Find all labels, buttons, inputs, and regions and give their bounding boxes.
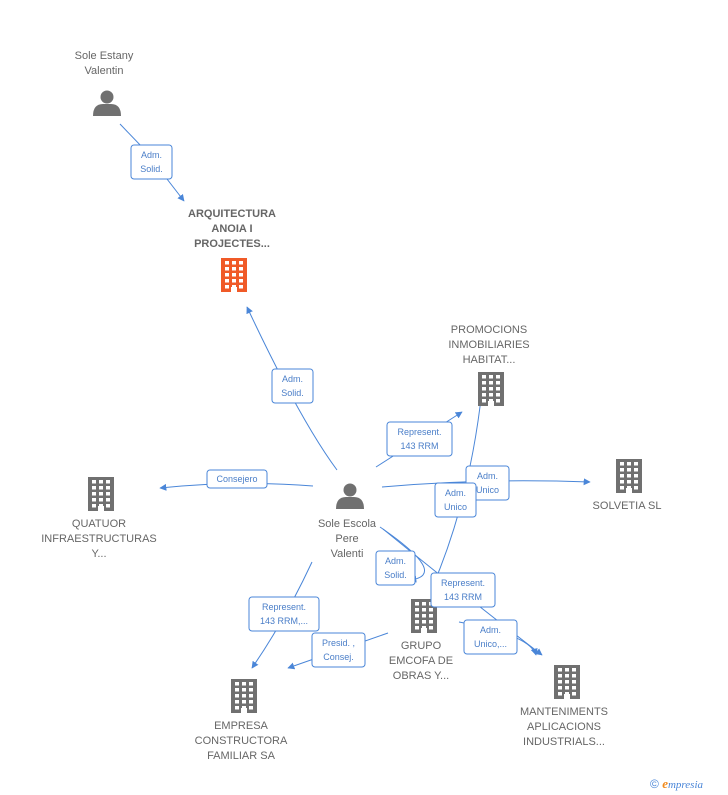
node-label: Valenti: [331, 548, 364, 560]
copyright-footer: © empresia: [650, 776, 703, 792]
node-label: SOLVETIA SL: [593, 500, 662, 512]
edge-label-box: [271, 368, 314, 404]
edge-label[interactable]: Represent. 143 RRM,...: [248, 596, 320, 632]
building-icon: [554, 665, 580, 699]
node-quatuor[interactable]: QUATUOR INFRAESTRUCTURAS Y...: [41, 477, 157, 560]
person-icon: [336, 483, 364, 509]
edge-label-box: [375, 550, 416, 586]
edge-label[interactable]: Presid. , Consej.: [311, 632, 366, 668]
node-label: EMCOFA DE: [389, 655, 453, 667]
edge-label-text: Unico: [476, 485, 499, 495]
edge-label-text: Solid.: [281, 388, 304, 398]
node-label: Y...: [91, 548, 106, 560]
node-label: APLICACIONS: [527, 721, 601, 733]
node-label: PROJECTES...: [194, 238, 270, 250]
node-label: Sole Estany: [75, 50, 134, 62]
edge-label-text: Consejero: [216, 474, 257, 484]
node-manteniments[interactable]: MANTENIMENTS APLICACIONS INDUSTRIALS...: [520, 665, 608, 748]
node-empresa[interactable]: EMPRESA CONSTRUCTORA FAMILIAR SA: [195, 679, 288, 762]
edge-label[interactable]: Consejero: [206, 469, 268, 489]
edge-label-text: Solid.: [384, 570, 407, 580]
edge-label[interactable]: Adm. Solid.: [271, 368, 314, 404]
edge-label[interactable]: Adm. Unico: [465, 465, 510, 501]
edge-label[interactable]: Represent. 143 RRM: [386, 421, 453, 457]
empresia-logo: empresia: [662, 776, 704, 791]
edge-label-text: Adm.: [141, 150, 162, 160]
edge-label-box: [386, 421, 453, 457]
node-label: CONSTRUCTORA: [195, 735, 288, 747]
node-label: PROMOCIONS: [451, 324, 527, 336]
edge-label[interactable]: Adm. Solid.: [130, 144, 173, 180]
node-label: MANTENIMENTS: [520, 706, 608, 718]
edge-label-text: Adm.: [480, 625, 501, 635]
node-label: OBRAS Y...: [393, 670, 449, 682]
building-icon: [221, 258, 247, 292]
node-label: EMPRESA: [214, 720, 268, 732]
edge-label[interactable]: Represent. 143 RRM: [430, 572, 496, 608]
node-label: INMOBILIARIES: [448, 339, 529, 351]
edge-label-text: Adm.: [477, 471, 498, 481]
building-icon: [616, 459, 642, 493]
node-label: HABITAT...: [463, 354, 516, 366]
edge-label-text: Adm.: [385, 556, 406, 566]
node-label: QUATUOR: [72, 518, 126, 530]
node-label: ANOIA I: [211, 223, 252, 235]
edge-label-text: Represent.: [441, 578, 485, 588]
copyright-icon: ©: [650, 777, 659, 791]
edge-label-box: [463, 619, 518, 655]
edge-label-text: 143 RRM,...: [260, 616, 308, 626]
node-arquitectura[interactable]: ARQUITECTURA ANOIA I PROJECTES...: [188, 208, 276, 292]
edge-label-text: Adm.: [445, 488, 466, 498]
edge-label[interactable]: Adm. Solid.: [375, 550, 416, 586]
node-label: Valentin: [85, 65, 124, 77]
building-icon: [478, 372, 504, 406]
edge-label-box: [206, 469, 268, 489]
edge-label-text: Represent.: [262, 602, 306, 612]
node-label: GRUPO: [401, 640, 442, 652]
node-label: Sole Escola: [318, 518, 377, 530]
building-icon: [231, 679, 257, 713]
edge-label-text: Adm.: [282, 374, 303, 384]
edge-label[interactable]: Adm. Unico,...: [463, 619, 518, 655]
edge-label-text: Represent.: [397, 427, 441, 437]
edge-line: [379, 526, 426, 583]
node-label: FAMILIAR SA: [207, 750, 276, 762]
node-grupo[interactable]: GRUPO EMCOFA DE OBRAS Y...: [389, 599, 453, 682]
edge-label[interactable]: Adm. Unico: [434, 482, 477, 518]
edge-label-text: Unico: [444, 502, 467, 512]
node-label: ARQUITECTURA: [188, 208, 276, 220]
edge-label-box: [248, 596, 320, 632]
node-promocions[interactable]: PROMOCIONS INMOBILIARIES HABITAT...: [448, 324, 530, 406]
edge-label-box: [130, 144, 173, 180]
node-label: INFRAESTRUCTURAS: [41, 533, 157, 545]
building-icon: [88, 477, 114, 511]
edge-label-text: 143 RRM: [400, 441, 438, 451]
edge-label-text: Unico,...: [474, 639, 507, 649]
edge-label-box: [430, 572, 496, 608]
node-solvetia[interactable]: SOLVETIA SL: [593, 459, 662, 512]
edge-label-box: [434, 482, 477, 518]
edge-label-text: Consej.: [323, 652, 354, 662]
edge-label-text: Presid. ,: [322, 638, 355, 648]
edge-line: [246, 306, 338, 471]
node-label: Pere: [335, 533, 358, 545]
edge-label-text: Solid.: [140, 164, 163, 174]
edge-label-text: 143 RRM: [444, 592, 482, 602]
node-label: INDUSTRIALS...: [523, 736, 605, 748]
person-icon: [93, 90, 121, 116]
edge-label-box: [311, 632, 366, 668]
